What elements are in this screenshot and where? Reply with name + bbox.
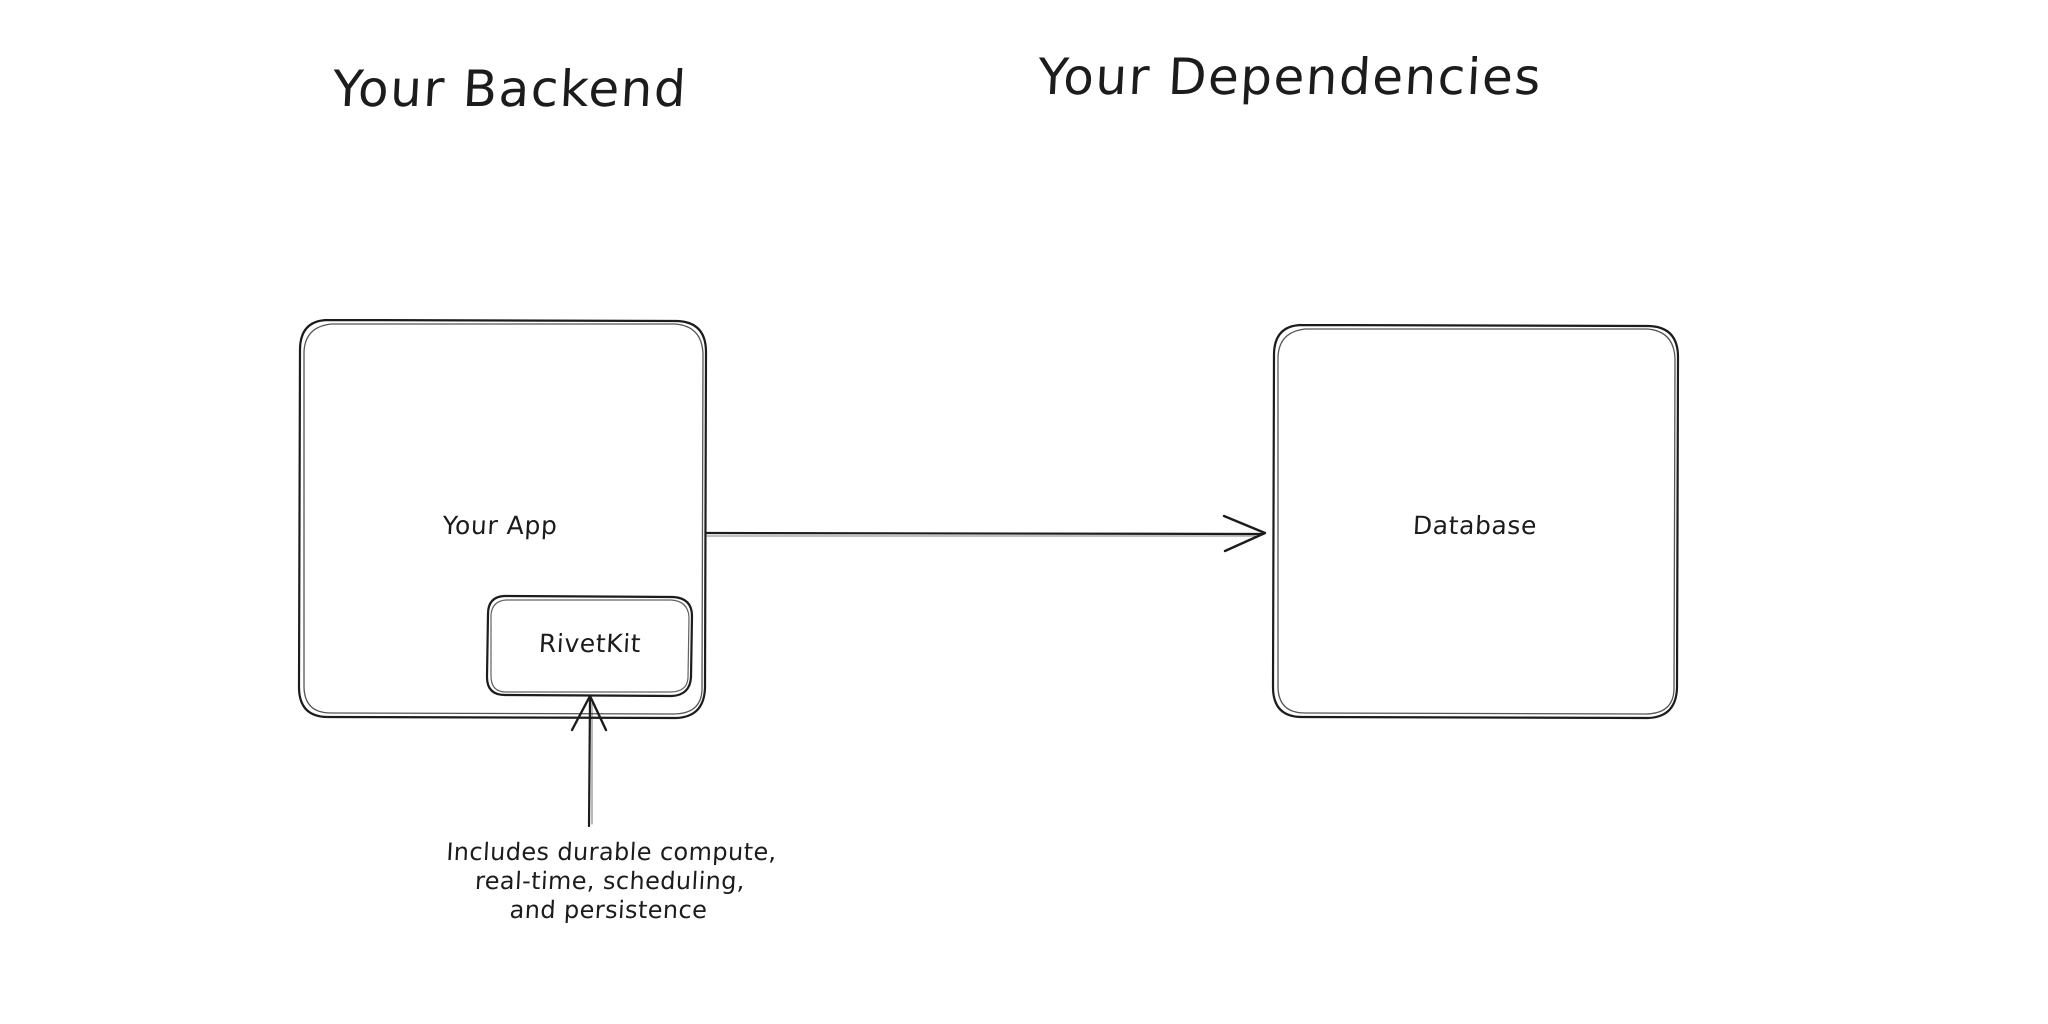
- annotation-rivetkit-note: Includes durable compute, real-time, sch…: [445, 838, 778, 924]
- edge-app-to-database[interactable]: [705, 514, 1267, 553]
- node-label-your-app: Your App: [441, 511, 559, 540]
- edge-note-to-rivetkit[interactable]: [570, 694, 608, 828]
- group-title-dependencies: Your Dependencies: [1036, 48, 1544, 106]
- node-label-rivetkit: RivetKit: [538, 629, 642, 658]
- group-title-backend: Your Backend: [331, 60, 689, 118]
- node-label-database: Database: [1412, 511, 1538, 540]
